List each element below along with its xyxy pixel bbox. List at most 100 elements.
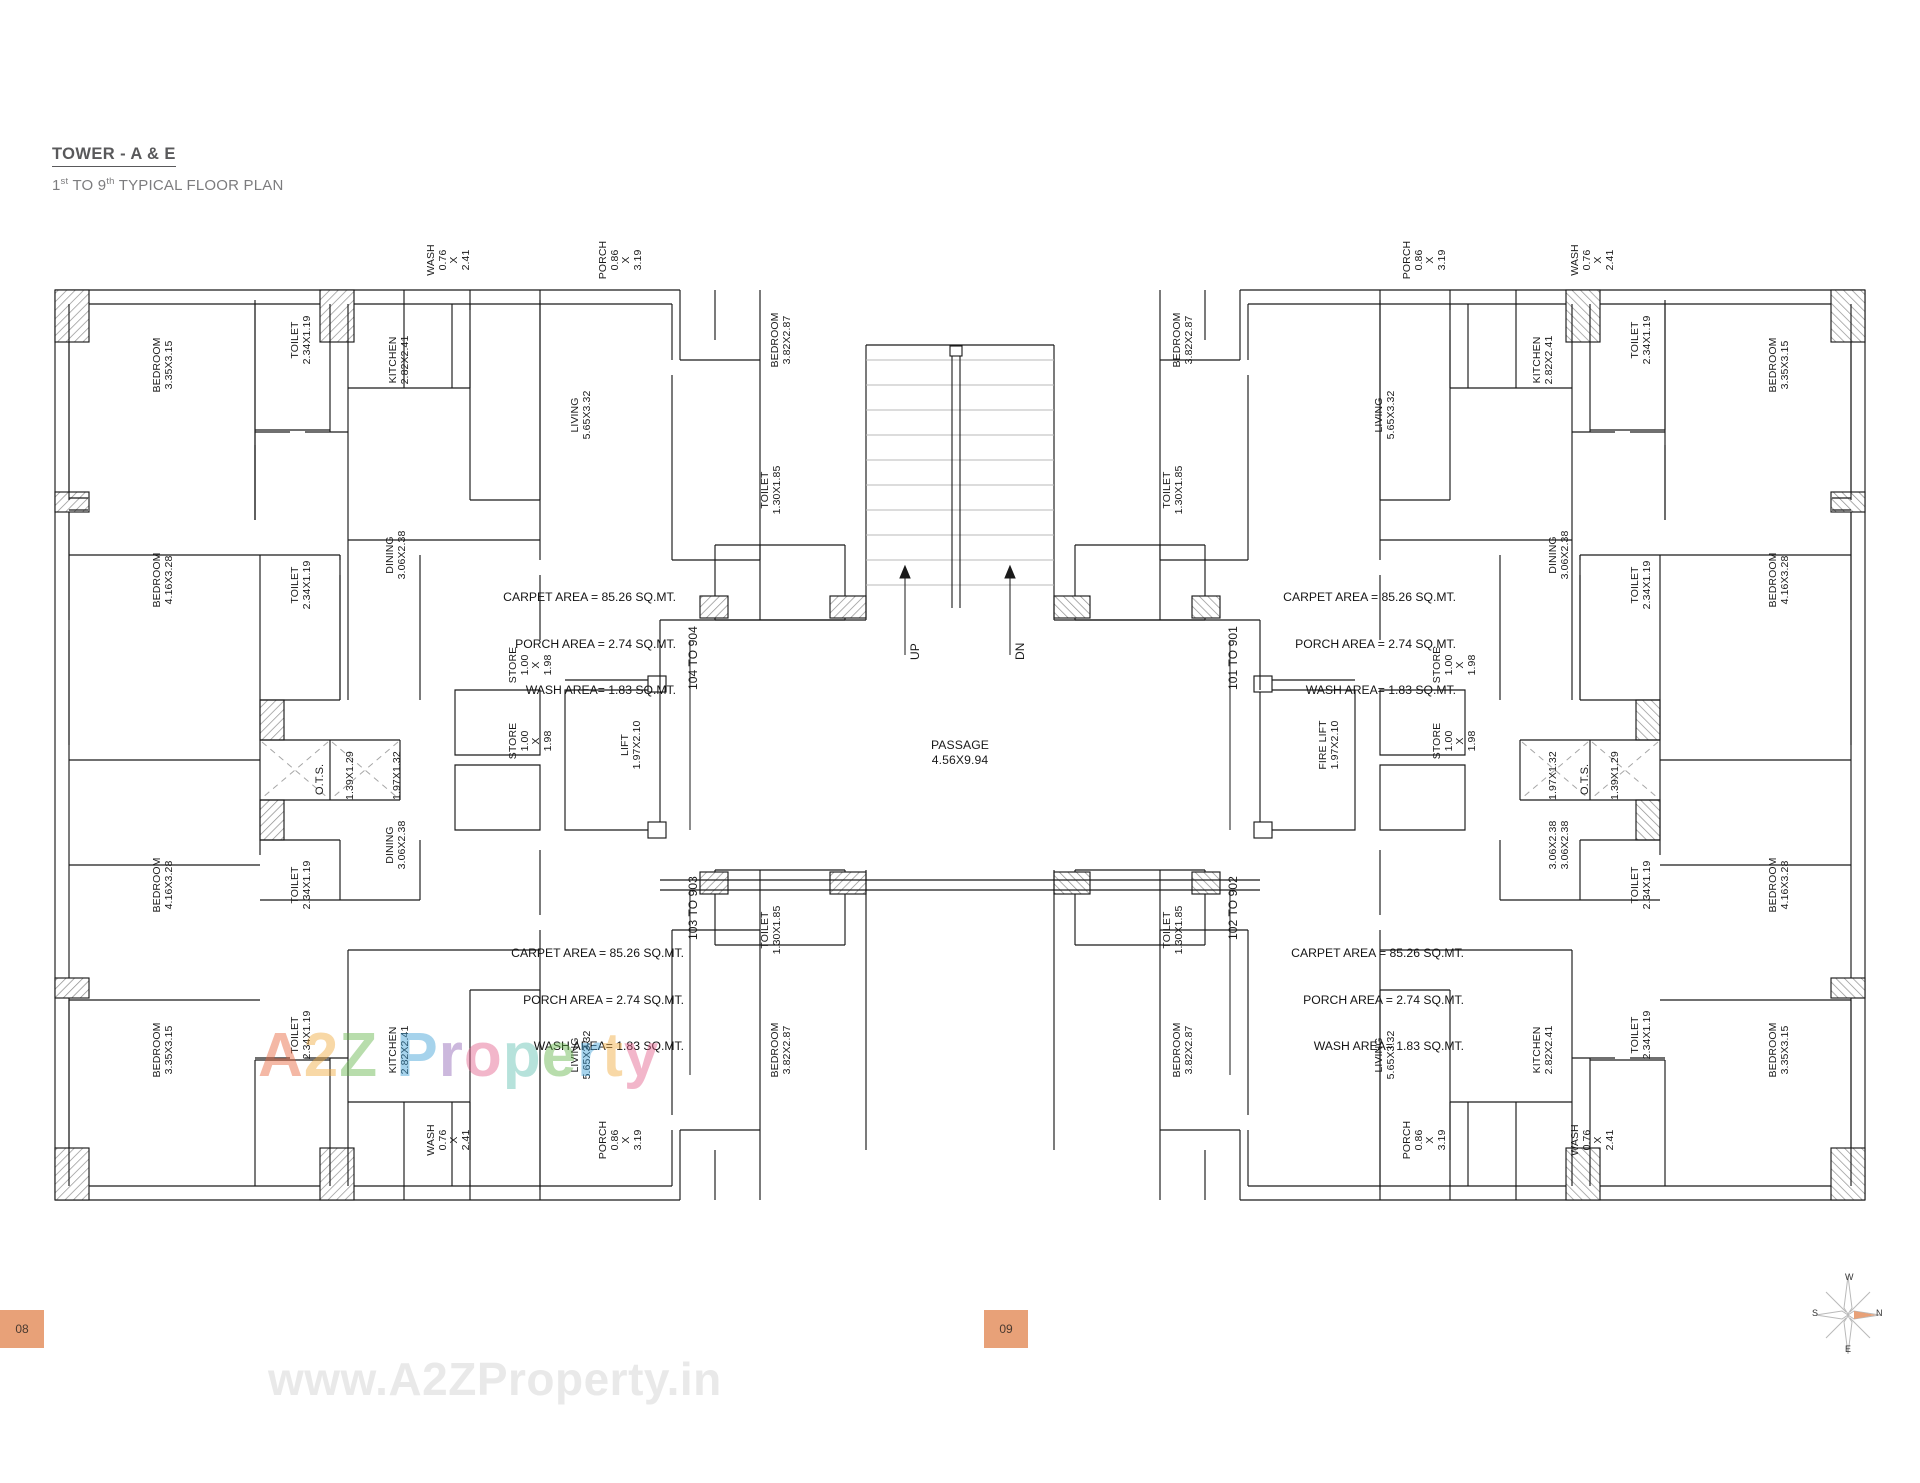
room-dim: 3.06X2.38 bbox=[1558, 820, 1571, 870]
porch-area-line: PORCH AREA = 2.74 SQ.MT. bbox=[523, 992, 684, 1007]
stair-dn-label: DN bbox=[1013, 642, 1027, 660]
room-dim: 2.34X1.19 bbox=[300, 860, 313, 910]
room-dim: 3.82X2.87 bbox=[780, 1025, 793, 1075]
unit-code-text: 103 TO 903 bbox=[686, 876, 700, 940]
plan-header: TOWER - A & E 1st TO 9th TYPICAL FLOOR P… bbox=[52, 145, 284, 194]
room-dim: 2.34X1.19 bbox=[1640, 560, 1653, 610]
ots-label-right: O.T.S. bbox=[1579, 764, 1592, 795]
room-dim-b: 1.98 bbox=[1465, 730, 1478, 752]
unit-code-text: 102 TO 902 bbox=[1226, 876, 1240, 940]
site-url-watermark: www.A2ZProperty.in bbox=[268, 1353, 722, 1405]
compass-label-s: S bbox=[1812, 1308, 1819, 1318]
page-tag-right: 09 bbox=[984, 1310, 1028, 1348]
room-dim: 2.82X2.41 bbox=[1542, 1025, 1555, 1075]
room-name: BEDROOM bbox=[151, 552, 163, 608]
logo-letter-a: A bbox=[258, 1021, 304, 1090]
room-name: PORCH bbox=[597, 240, 609, 280]
page-title: TOWER - A & E bbox=[52, 145, 176, 167]
dim-x: X bbox=[620, 256, 633, 264]
room-dim: 2.82X2.41 bbox=[398, 335, 411, 385]
room-dim-b: 2.41 bbox=[459, 249, 472, 271]
room-dim: 2.82X2.41 bbox=[1542, 335, 1555, 385]
ots-label-left: O.T.S. bbox=[314, 764, 327, 795]
room-name: BEDROOM bbox=[151, 337, 163, 393]
room-dim-a: 0.76 bbox=[1580, 1129, 1593, 1151]
porch-area-line: PORCH AREA = 2.74 SQ.MT. bbox=[1295, 636, 1456, 651]
room-dim: 3.35X3.15 bbox=[1778, 340, 1791, 390]
wash-area-line: WASH AREA= 1.83 SQ.MT. bbox=[525, 683, 676, 697]
subtitle-ordinal-1: st bbox=[60, 176, 69, 187]
page-number: 08 bbox=[15, 1322, 29, 1336]
a2z-property-logo-watermark: A2Z Property bbox=[258, 1020, 659, 1091]
dim-x: X bbox=[448, 1136, 461, 1144]
ots-dim-value: 1.97X1.32 bbox=[1547, 751, 1559, 800]
ots-void-right bbox=[1521, 741, 1659, 799]
subtitle-suffix: TYPICAL FLOOR PLAN bbox=[114, 177, 284, 194]
room-dim: 3.35X3.15 bbox=[1778, 1025, 1791, 1075]
room-name: PORCH bbox=[1401, 240, 1413, 280]
logo-letter-r2: r bbox=[577, 1021, 603, 1090]
room-dim: 1.97X2.10 bbox=[630, 720, 643, 770]
room-name: PORCH bbox=[597, 1120, 609, 1160]
compass-rose: N S E W bbox=[1808, 1270, 1888, 1360]
wash-area-line: WASH AREA= 1.83 SQ.MT. bbox=[1305, 683, 1456, 697]
carpet-area-line: CARPET AREA = 85.26 SQ.MT. bbox=[511, 946, 684, 960]
logo-letter-z: Z bbox=[339, 1021, 379, 1090]
carpet-area-line: CARPET AREA = 85.26 SQ.MT. bbox=[503, 590, 676, 604]
room-dim: 5.65X3.32 bbox=[580, 390, 593, 440]
room-dim: 1.30X1.85 bbox=[1172, 905, 1185, 955]
subtitle-prefix: 1 bbox=[52, 177, 61, 194]
room-dim: 4.16X3.28 bbox=[1778, 860, 1791, 910]
room-dim: 2.34X1.19 bbox=[1640, 860, 1653, 910]
room-name: BEDROOM bbox=[1767, 552, 1779, 608]
room-name: LIVING bbox=[1373, 397, 1385, 433]
room-name: LIVING bbox=[569, 397, 581, 433]
room-dim-b: 1.98 bbox=[541, 730, 554, 752]
dim-x: X bbox=[1424, 256, 1437, 264]
compass-label-e: E bbox=[1845, 1344, 1852, 1354]
room-name: TOILET bbox=[1629, 866, 1641, 904]
room-name: BEDROOM bbox=[769, 1022, 781, 1078]
ots-dim-a-left: 1.39X1.29 bbox=[344, 751, 357, 800]
room-name: DINING bbox=[384, 536, 396, 574]
room-name: BEDROOM bbox=[1767, 337, 1779, 393]
compass-label-n: N bbox=[1876, 1308, 1883, 1318]
room-name: TOILET bbox=[289, 321, 301, 359]
dim-x: X bbox=[1592, 1136, 1605, 1144]
room-dim: 5.65X3.32 bbox=[1384, 390, 1397, 440]
room-name: WASH bbox=[1569, 1124, 1581, 1156]
room-name: PASSAGE bbox=[930, 738, 990, 752]
room-dim-b: 3.19 bbox=[1435, 1129, 1448, 1151]
room-name: DINING bbox=[1547, 536, 1559, 574]
area-note-bottom-right: CARPET AREA = 85.26 SQ.MT. PORCH AREA = … bbox=[1258, 915, 1464, 1070]
carpet-area-line: CARPET AREA = 85.26 SQ.MT. bbox=[1283, 590, 1456, 604]
compass-icon bbox=[1815, 1275, 1881, 1355]
room-name: TOILET bbox=[1629, 1016, 1641, 1054]
room-dim-a: 0.86 bbox=[608, 1129, 621, 1151]
room-dim: 1.30X1.85 bbox=[770, 905, 783, 955]
dn-text: DN bbox=[1013, 642, 1027, 660]
room-dim: 4.16X3.28 bbox=[1778, 555, 1791, 605]
room-name: TOILET bbox=[1629, 566, 1641, 604]
room-dim-b: 2.41 bbox=[459, 1129, 472, 1151]
dim-x: X bbox=[1454, 737, 1467, 745]
